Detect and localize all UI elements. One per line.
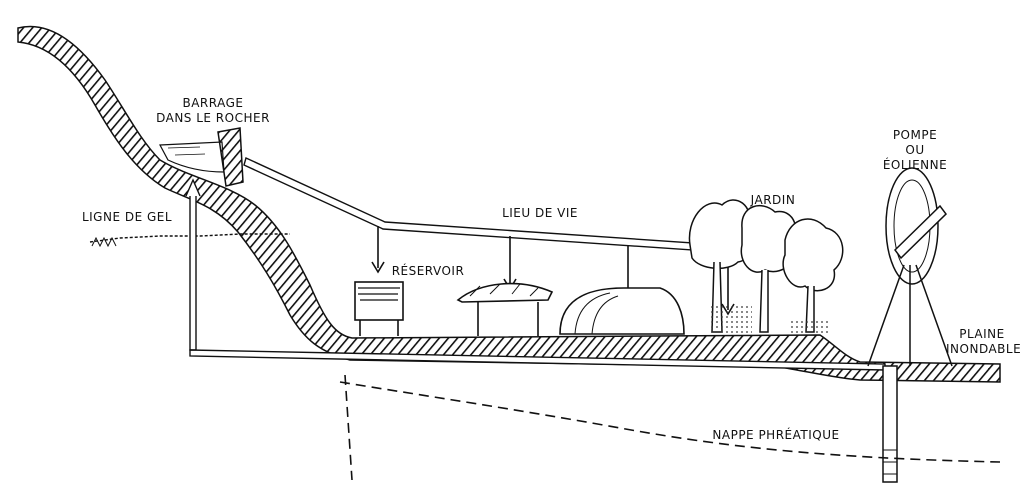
hillside-ground — [17, 25, 1001, 383]
reservoir-tank — [354, 281, 404, 336]
label-reservoir: RÉSERVOIR — [391, 264, 465, 278]
garden-trees — [688, 199, 844, 334]
water-table-line — [339, 381, 1001, 463]
label-jardin: JARDIN — [750, 193, 796, 207]
frost-line — [89, 233, 290, 243]
label-barrage: BARRAGE DANS LE ROCHER — [156, 96, 270, 125]
shelter — [456, 282, 554, 336]
return-pipe — [189, 187, 197, 351]
label-lieu-vie: LIEU DE VIE — [502, 206, 578, 220]
aquifer-boundary — [344, 374, 353, 481]
greenhouse-dome — [559, 287, 685, 335]
label-ligne-gel: LIGNE DE GEL — [81, 210, 173, 224]
dam-wall — [217, 127, 244, 187]
label-nappe: NAPPE PHRÉATIQUE — [712, 428, 840, 442]
label-pompe: POMPE OU ÉOLIENNE — [882, 128, 948, 172]
label-plaine: PLAINE INONDABLE — [946, 327, 1022, 356]
dam-water — [159, 141, 225, 173]
windmill-pump — [867, 167, 953, 483]
